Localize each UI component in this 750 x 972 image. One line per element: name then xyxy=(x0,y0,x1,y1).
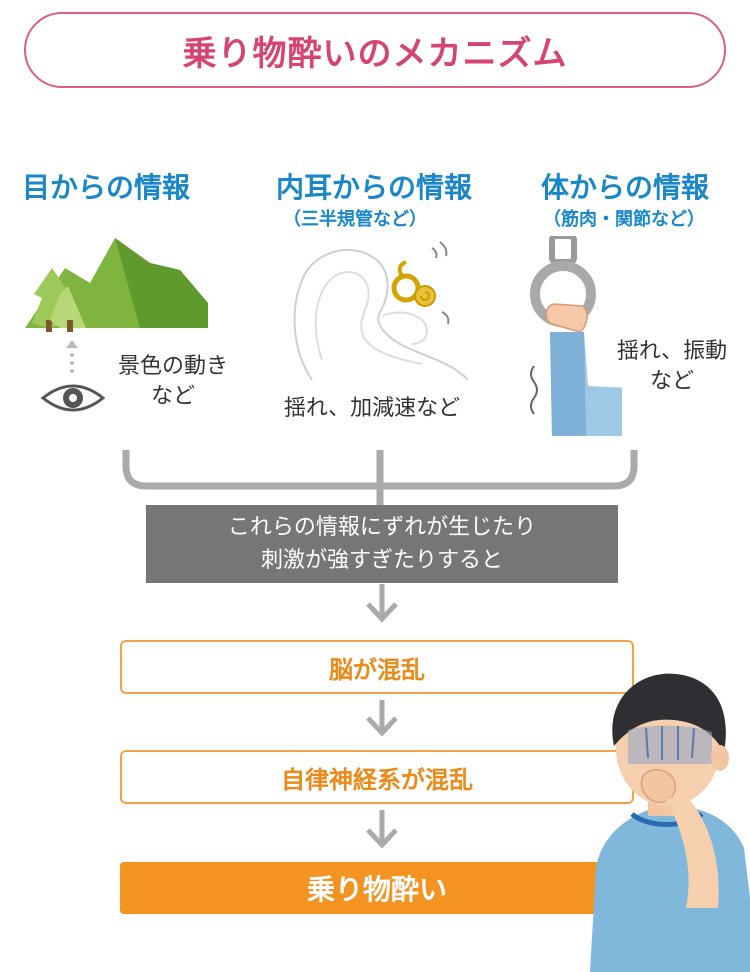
up-dotted-arrow xyxy=(66,340,78,373)
eye-icon xyxy=(40,384,106,412)
page-title: 乗り物酔いのメカニズム xyxy=(182,33,568,74)
step-brain-confusion: 脳が混乱 xyxy=(120,640,634,694)
note-line: など xyxy=(150,384,195,409)
source-eye-title: 目からの情報 xyxy=(22,171,191,204)
source-ear-note: 揺れ、加減速など xyxy=(283,396,461,421)
hand-strap-illustration xyxy=(530,236,622,436)
down-arrow-icon xyxy=(366,700,398,737)
note-line: 揺れ、振動 xyxy=(616,339,728,364)
title-banner: 乗り物酔いのメカニズム xyxy=(24,12,726,88)
source-body-title: 体からの情報 xyxy=(541,171,710,204)
down-arrow-icon xyxy=(366,810,398,849)
source-body-note: 揺れ、振動 など xyxy=(612,337,732,397)
conflict-line: 刺激が強すぎたりすると xyxy=(260,548,503,573)
conflict-line: これらの情報にずれが生じたり xyxy=(227,515,537,540)
step-label: 脳が混乱 xyxy=(329,655,425,684)
ear-inner-ear-illustration xyxy=(293,241,469,381)
mountain-illustration xyxy=(25,238,208,332)
source-ear-sub: （三半規管など） xyxy=(283,209,427,230)
connector-bracket xyxy=(122,450,638,506)
conflict-box: これらの情報にずれが生じたり 刺激が強すぎたりすると xyxy=(146,505,618,583)
note-line: など xyxy=(649,369,694,394)
source-ear-title: 内耳からの情報 xyxy=(276,171,473,204)
result-label: 乗り物酔い xyxy=(306,873,447,906)
step-autonomic-confusion: 自律神経系が混乱 xyxy=(120,750,634,804)
result-motion-sickness: 乗り物酔い xyxy=(120,862,634,914)
source-body-sub: （筋肉・関節など） xyxy=(543,209,705,230)
step-label: 自律神経系が混乱 xyxy=(281,765,473,794)
note-line: 景色の動き xyxy=(117,354,228,379)
down-arrow-icon xyxy=(366,584,398,623)
sick-person-illustration xyxy=(590,673,750,972)
source-eye-note: 景色の動き など xyxy=(113,352,233,412)
